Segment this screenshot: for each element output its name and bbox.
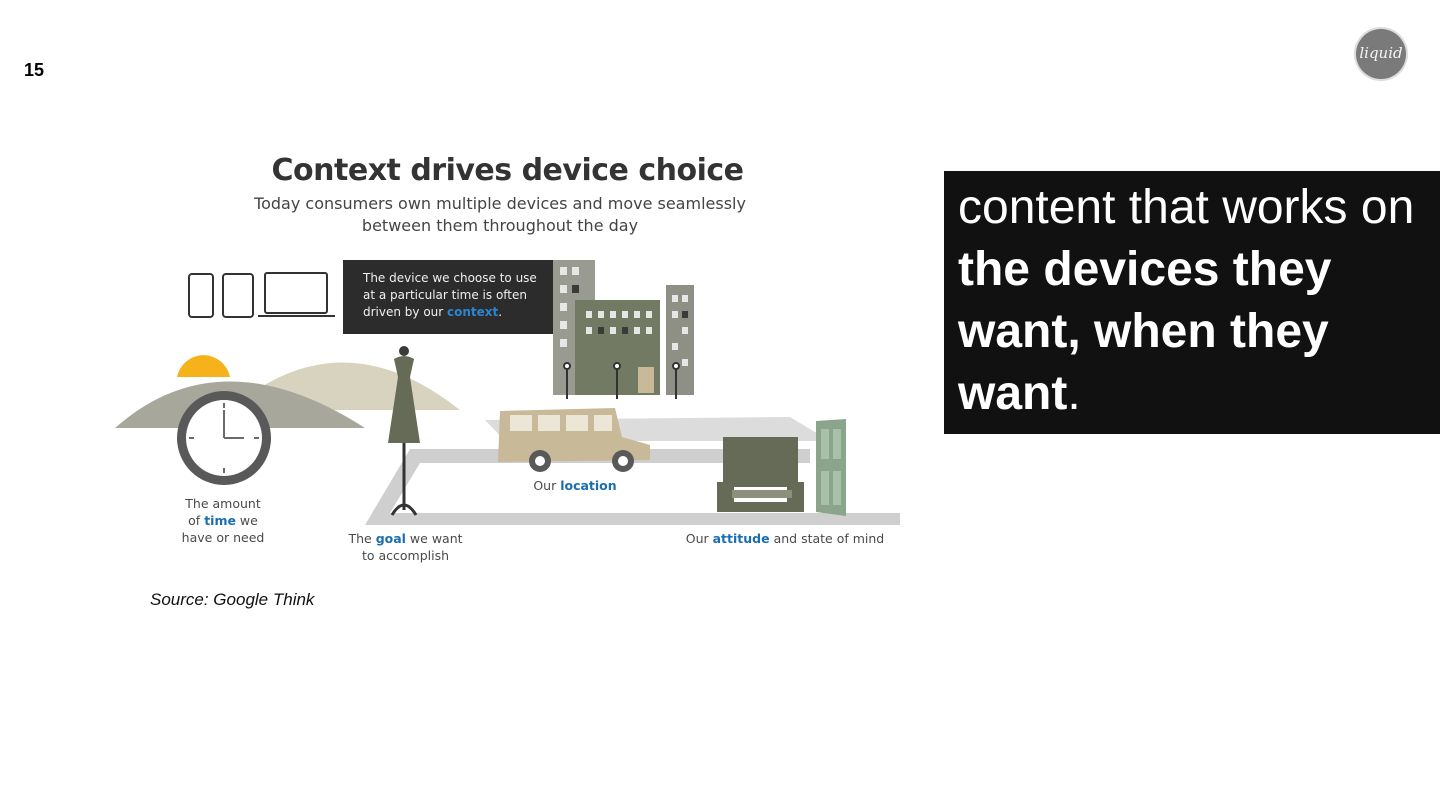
location-keyword: location: [560, 478, 617, 493]
goal-label: The goal we want to accomplish: [338, 530, 473, 564]
quote-end: .: [1067, 367, 1081, 420]
callout-text: The device we choose to use at a particu…: [363, 271, 537, 319]
quote-bold: the devices they want, when they want: [958, 243, 1332, 420]
goal-keyword: goal: [375, 531, 406, 546]
moon-icon: [779, 265, 814, 317]
time-label-line3: have or need: [181, 530, 265, 545]
source-caption: Source: Google Think: [150, 590, 315, 609]
slide-number: 15: [24, 60, 45, 80]
devices-icon: [188, 272, 335, 318]
time-keyword: time: [204, 513, 236, 528]
van-icon: [498, 408, 650, 472]
door-icon: [816, 419, 846, 516]
infographic: Context drives device choice Today consu…: [110, 145, 905, 575]
infographic-title: Context drives device choice: [271, 153, 744, 188]
mannequin-icon: [388, 346, 420, 516]
infographic-subtitle: Today consumers own multiple devices and…: [254, 194, 746, 235]
road-floor: [365, 449, 900, 525]
clock-icon: [177, 391, 271, 485]
attitude-label: Our attitude and state of mind: [685, 531, 885, 546]
location-label: Our location: [533, 478, 617, 493]
sun-icon: [177, 355, 230, 377]
goal-label-line2: to accomplish: [361, 548, 450, 563]
attitude-keyword: attitude: [712, 531, 770, 546]
quote-box: content that works on the devices they w…: [944, 171, 1440, 434]
goal-label-line1: The goal we want: [348, 531, 463, 546]
infographic-illustration: [115, 260, 900, 525]
logo-text: liquid: [1359, 44, 1403, 62]
callout-end: .: [498, 305, 503, 319]
time-label-line2: of time we: [188, 513, 258, 528]
time-label: The amount of time we have or need: [168, 495, 278, 546]
quote-line1: content that works on: [958, 181, 1415, 234]
context-callout: The device we choose to use at a particu…: [343, 260, 553, 334]
armchair-icon: [717, 437, 804, 512]
liquid-logo: liquid: [1356, 29, 1406, 79]
time-label-line1: The amount: [185, 496, 261, 511]
city-buildings: [553, 260, 694, 399]
callout-keyword: context: [447, 305, 499, 319]
